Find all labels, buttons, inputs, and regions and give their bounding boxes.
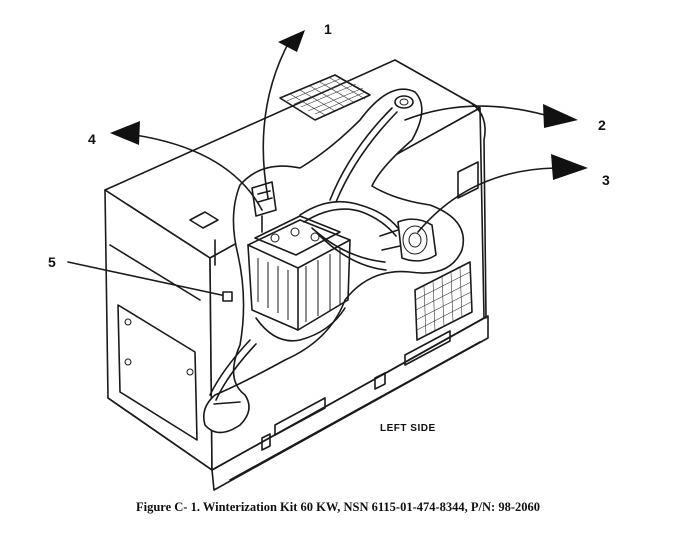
callout-1-leader: [262, 39, 291, 199]
callout-arrows: [67, 30, 588, 302]
left-side-label: LEFT SIDE: [380, 423, 436, 434]
callout-4-arrowhead: [110, 121, 140, 145]
callout-2-leader: [404, 105, 546, 121]
callout-1-label: 1: [324, 21, 332, 37]
callout-5-label: 5: [48, 254, 56, 270]
callout-5-leader: [67, 261, 227, 297]
figure-caption: Figure C- 1. Winterization Kit 60 KW, NS…: [135, 500, 541, 514]
engine-cutaway: [202, 88, 464, 434]
callout-3-leader: [417, 167, 556, 233]
callout-3-arrowhead: [551, 154, 588, 180]
callout-4-label: 4: [88, 131, 96, 147]
callout-4-leader: [134, 134, 263, 211]
callout-2-arrowhead: [543, 104, 578, 128]
callout-1-arrowhead: [278, 30, 305, 52]
callout-2-label: 2: [598, 117, 606, 133]
callout-3-label: 3: [602, 172, 610, 188]
